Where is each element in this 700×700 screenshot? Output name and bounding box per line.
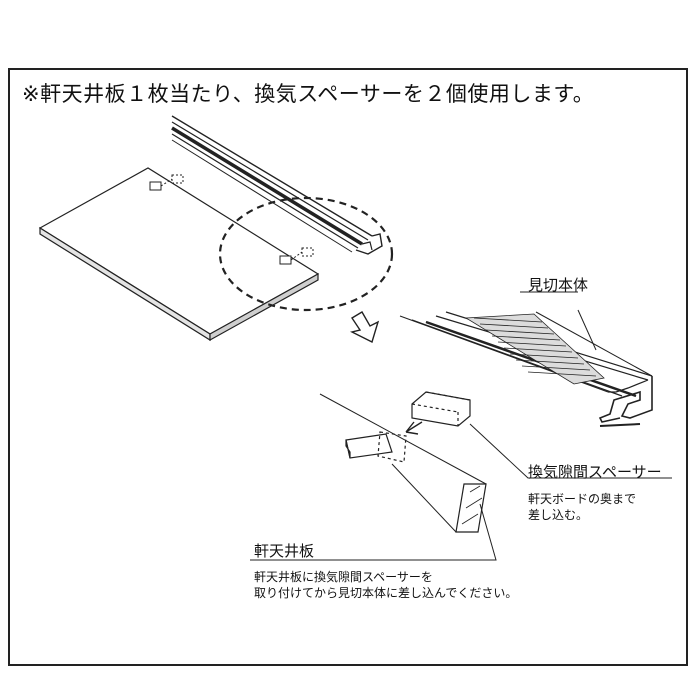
mikiri-body-label: 見切本体 [528, 276, 589, 294]
mikiri-leader-line [577, 309, 597, 351]
mikiri-body-detail [399, 311, 653, 427]
ceiling-board-overview [38, 167, 320, 342]
insert-arrow-icon [405, 421, 423, 435]
diagram-frame [8, 68, 688, 666]
spacer-label: 換気隙間スペーサー [528, 463, 662, 481]
zoom-arrow-icon [349, 311, 380, 343]
spacer-floating-detail [411, 391, 471, 427]
mikiri-rail-overview [171, 115, 383, 255]
ceiling-board-detail [319, 393, 487, 533]
spacer-leader-line [469, 423, 672, 479]
spacer-note-line-1: 軒天ボードの奥まで [528, 492, 637, 506]
board-label: 軒天井板 [254, 542, 315, 560]
board-leader-line [250, 503, 497, 561]
spacer-inserted-detail [345, 431, 407, 463]
board-note-line-1: 軒天井板に換気隙間スペーサーを [254, 570, 433, 584]
board-note-line-2: 取り付けてから見切本体に差し込んでください。 [254, 586, 518, 600]
spacer-marks-overview [149, 174, 314, 265]
spacer-note-line-2: 差し込む。 [528, 508, 589, 522]
zoom-circle [218, 196, 394, 312]
instruction-heading: ※軒天井板１枚当たり、換気スペーサーを２個使用します。 [22, 82, 595, 106]
